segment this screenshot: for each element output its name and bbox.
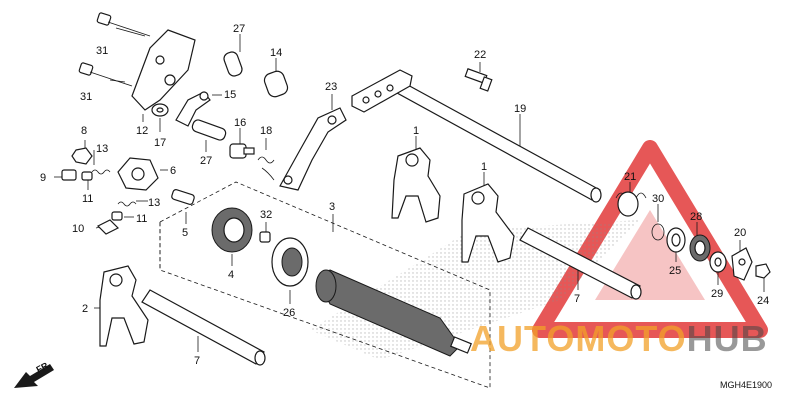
watermark-part2: HUB: [686, 318, 768, 359]
pin-9: [61, 169, 77, 181]
label-23: 23: [325, 81, 337, 93]
shift-fork-2: [99, 265, 149, 347]
bolt-16: [229, 143, 255, 159]
shift-cam-6: [117, 157, 159, 191]
label-15: 15: [224, 89, 236, 101]
label-13-upper: 13: [96, 143, 108, 155]
label-25: 25: [669, 265, 681, 277]
label-30: 30: [652, 193, 664, 205]
label-10: 10: [72, 223, 84, 235]
label-29: 29: [711, 288, 723, 300]
pin-11-upper: [81, 171, 93, 181]
shift-fork-1-right: [461, 183, 515, 263]
washer-29: [709, 251, 727, 273]
part-number-labels: 31 31 27 14 15 12 17 23 22 19 8 13 6 9 1…: [40, 23, 769, 367]
label-16: 16: [234, 117, 246, 129]
label-32: 32: [260, 209, 272, 221]
shift-fork-1-left: [391, 147, 441, 223]
label-1-left: 1: [413, 125, 419, 137]
pin-11-lower: [111, 211, 123, 221]
label-21: 21: [624, 171, 636, 183]
label-5: 5: [182, 227, 188, 239]
label-24: 24: [757, 295, 769, 307]
label-26: 26: [283, 307, 295, 319]
fork-shaft-7-right: [519, 227, 642, 300]
label-11-lower: 11: [136, 213, 147, 225]
label-7-left: 7: [194, 355, 200, 367]
label-7-right: 7: [574, 293, 580, 305]
label-14: 14: [270, 47, 282, 59]
clip-30: [651, 223, 665, 241]
drum-assembly-frame: [159, 181, 491, 389]
label-2: 2: [82, 303, 88, 315]
washer-17: [151, 103, 169, 117]
nut-8: [71, 147, 93, 165]
bolt-31-lower: [78, 62, 133, 87]
label-31-upper: 31: [96, 45, 108, 57]
bolt-22: [464, 68, 493, 92]
label-31-lower: 31: [80, 91, 92, 103]
bolt-24: [755, 263, 771, 279]
label-6: 6: [170, 165, 176, 177]
label-19: 19: [514, 103, 526, 115]
washer-25: [666, 227, 686, 253]
collar-27-upper: [223, 51, 243, 77]
stopper-10: [96, 219, 120, 235]
pin-32: [259, 231, 271, 243]
bearing-26: [271, 237, 309, 287]
label-22: 22: [474, 49, 486, 61]
label-4: 4: [228, 269, 234, 281]
label-18: 18: [260, 125, 272, 137]
spring-13-upper: [91, 169, 111, 175]
shift-drum-3: [315, 269, 472, 357]
label-12: 12: [136, 125, 148, 137]
label-20: 20: [734, 227, 746, 239]
arm-19-lever: [351, 69, 413, 113]
label-17: 17: [154, 137, 166, 149]
bolt-31-upper: [96, 12, 151, 37]
plate-20: [731, 247, 753, 281]
label-27-lower: 27: [200, 155, 212, 167]
label-9: 9: [40, 172, 46, 184]
fork-shaft-7-left: [141, 289, 266, 366]
collar-14: [263, 70, 289, 98]
drum-center-4: [211, 207, 253, 253]
watermark-text: AUTOMOTOHUB: [470, 318, 768, 360]
watermark-part1: AUTOMOTO: [470, 318, 687, 359]
label-28: 28: [690, 211, 702, 223]
stopper-plate-12: [131, 29, 196, 111]
front-arrow: [14, 364, 54, 388]
stopper-arm-15: [175, 91, 211, 127]
bracket-23: [279, 107, 347, 191]
label-27-upper: 27: [233, 23, 245, 35]
label-3: 3: [329, 201, 335, 213]
label-1-right: 1: [481, 161, 487, 173]
spring-18: [257, 156, 275, 181]
spring-13-lower: [117, 201, 137, 207]
bearing-28: [689, 234, 711, 262]
label-8: 8: [81, 125, 87, 137]
label-11-upper: 11: [82, 193, 93, 205]
label-13-lower: 13: [148, 197, 160, 209]
figure-code: MGH4E1900: [720, 380, 773, 390]
spring-21: [615, 191, 647, 217]
pin-5: [171, 189, 195, 205]
collar-27-lower: [191, 119, 227, 141]
